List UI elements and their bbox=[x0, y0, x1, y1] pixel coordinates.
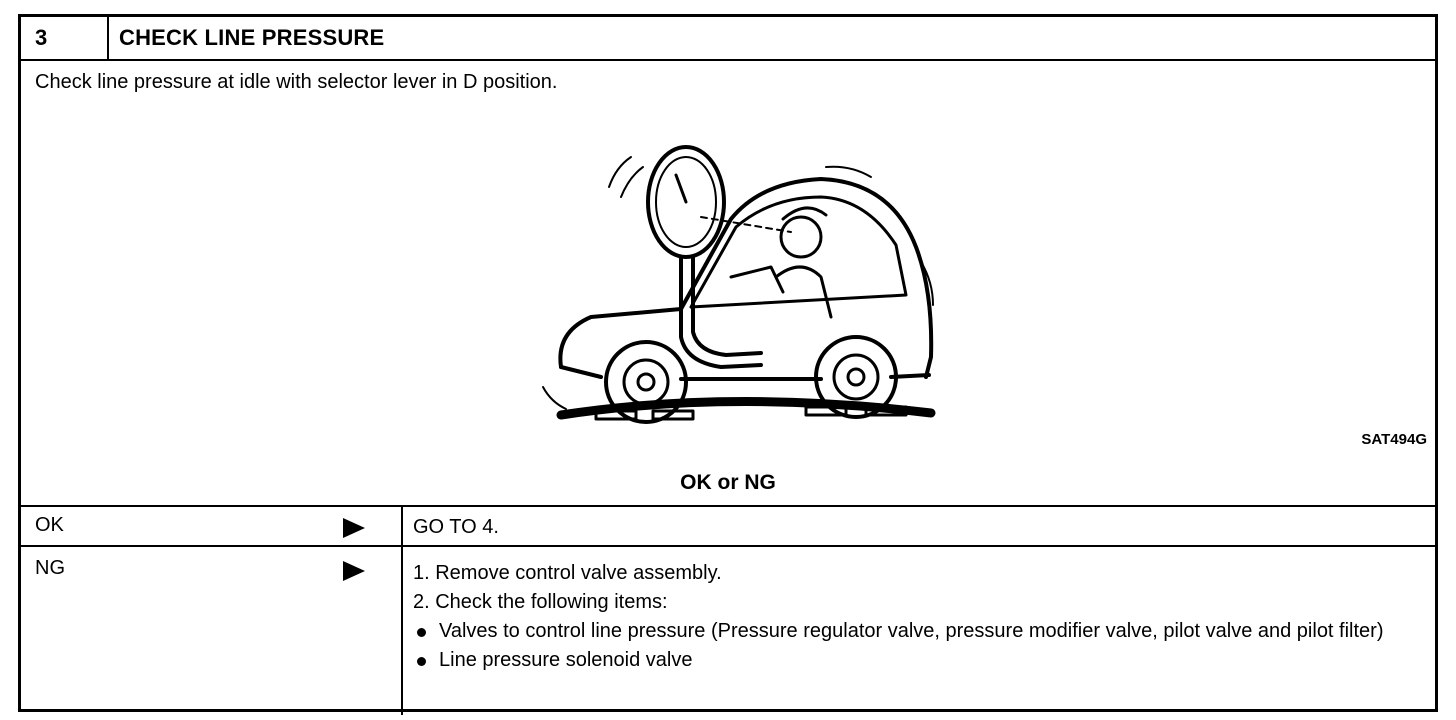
figure-code: SAT494G bbox=[1361, 431, 1427, 448]
result-prompt: OK or NG bbox=[680, 471, 776, 494]
action-ng: 1. Remove control valve assembly. 2. Che… bbox=[413, 559, 1413, 675]
ng-bullet-1-text: Valves to control line pressure (Pressur… bbox=[439, 620, 1384, 642]
condition-ok: OK bbox=[35, 514, 64, 536]
instruction-text: Check line pressure at idle with selecto… bbox=[35, 71, 558, 93]
step-number: 3 bbox=[21, 17, 109, 59]
table-row: OK GO TO 4. bbox=[21, 505, 1435, 547]
column-divider bbox=[401, 505, 403, 715]
action-ok: GO TO 4. bbox=[413, 516, 499, 538]
ng-bullet-1: Valves to control line pressure (Pressur… bbox=[413, 617, 1413, 646]
ng-step-2: 2. Check the following items: bbox=[413, 591, 668, 613]
bullet-icon bbox=[417, 628, 426, 637]
arrow-right-icon bbox=[343, 561, 365, 581]
table-row: NG 1. Remove control valve assembly. 2. … bbox=[21, 547, 1435, 712]
arrow-right-icon bbox=[343, 518, 365, 538]
ng-bullet-2-text: Line pressure solenoid valve bbox=[439, 649, 693, 671]
procedure-table: 3 CHECK LINE PRESSURE Check line pressur… bbox=[18, 14, 1438, 715]
ng-bullet-2: Line pressure solenoid valve bbox=[413, 646, 1413, 675]
bullet-icon bbox=[417, 657, 426, 666]
car-pressure-gauge-illustration bbox=[542, 145, 936, 424]
header-row: 3 CHECK LINE PRESSURE bbox=[21, 17, 1435, 61]
ng-step-1: 1. Remove control valve assembly. bbox=[413, 562, 722, 584]
page-title: CHECK LINE PRESSURE bbox=[119, 25, 385, 50]
condition-ng: NG bbox=[35, 557, 65, 579]
